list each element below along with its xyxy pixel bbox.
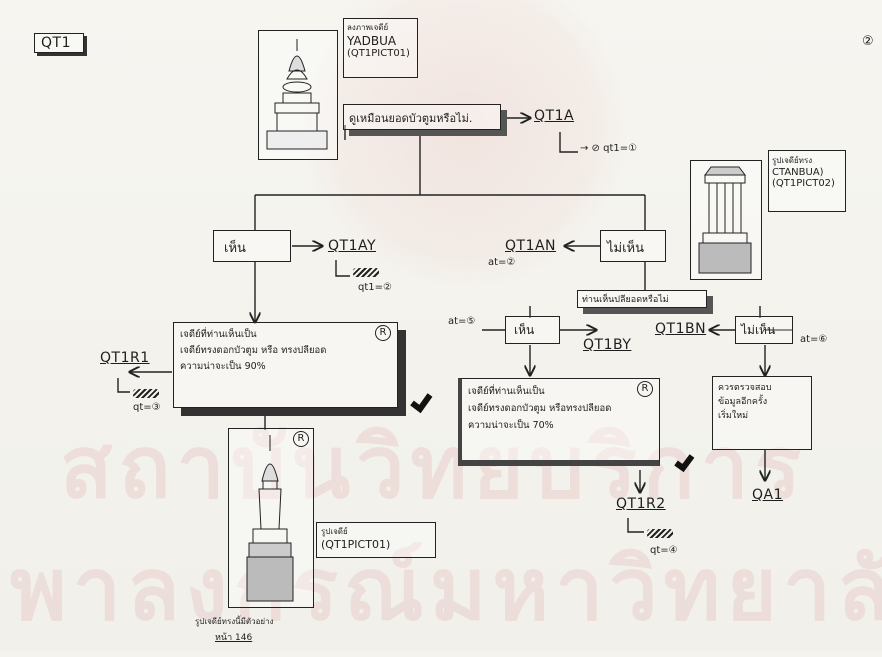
picture-1-note: ลงภาพเจดีย์ [347,21,414,34]
picture-2-note: รูปเจดีย์ทรง [772,154,842,167]
result-1-line-2: เจดีย์ทรงดอกบัวตูม หรือ ทรงปลียอด [180,343,391,359]
scribble-1 [353,267,379,278]
code-qt1an: QT1AN [505,238,556,254]
picture-3-tag: R [293,431,309,447]
bottom-note-1: รูปเจดีย์ทรงนี้มีตัวอย่าง [195,615,273,628]
page-tag: QT1 [34,33,84,53]
question-box-2: ท่านเห็นปลียอดหรือไม่ [577,290,707,308]
yes2-left-next: at=⑤ [448,316,475,327]
picture-1-name: YADBUA [347,34,414,48]
result-box-2: เจดีย์ที่ท่านเห็นเป็น เจดีย์ทรงดอกบัวตูม… [458,378,660,466]
question-box-1: ดูเหมือนยอดบัวตูมหรือไม่. [343,104,501,130]
no-box-2: ไม่เห็น [735,316,793,344]
recheck-box: ควรตรวจสอบ ข้อมูลอีกครั้ง เริ่มใหม่ [712,376,812,450]
picture-box-3: R [228,428,314,608]
check-mark-icon [412,395,430,409]
code-qt1ay: QT1AY [328,238,376,254]
code-qt1by: QT1BY [583,337,631,353]
picture-3-note: รูปเจดีย์ [321,525,431,538]
result-box-1: เจดีย์ที่ท่านเห็นเป็น เจดีย์ทรงดอกบัวตูม… [173,322,398,408]
picture-1-caption: ลงภาพเจดีย์ YADBUA (QT1PICT01) [343,18,418,78]
result-1-line-1: เจดีย์ที่ท่านเห็นเป็น [180,327,391,343]
stupa-bell-icon [229,429,311,605]
picture-3-caption: รูปเจดีย์ (QT1PICT01) [316,522,436,558]
scribble-2 [133,388,159,399]
picture-2-code: (QT1PICT02) [772,178,842,189]
stupa-lotus-icon [259,31,335,157]
recheck-line-1: ควรตรวจสอบ [718,381,806,395]
qt1ay-next: qt1=② [358,282,392,293]
result-2-line-1: เจดีย์ที่ท่านเห็นเป็น [468,383,653,400]
picture-box-1 [258,30,338,160]
scribble-3 [647,528,673,539]
bottom-note-2: หน้า 146 [215,630,252,644]
recheck-line-2: ข้อมูลอีกครั้ง [718,395,806,409]
result-2-tag: R [637,381,653,397]
code-qt1r1: QT1R1 [100,350,150,366]
no2-next: at=⑥ [800,334,827,345]
recheck-line-3: เริ่มใหม่ [718,409,806,423]
result-1-tag: R [375,325,391,341]
result-1-line-3: ความน่าจะเป็น 90% [180,359,391,375]
page-marker: ② [862,34,874,49]
no-box-1: ไม่เห็น [600,230,666,262]
result-2-line-2: เจดีย์ทรงดอกบัวตูม หรือทรงปลียอด [468,400,653,417]
code-qt1r2: QT1R2 [616,496,666,512]
picture-box-2 [690,160,762,280]
picture-3-code: (QT1PICT01) [321,538,431,551]
code-qt1bn: QT1BN [655,321,706,337]
code-qt1a: QT1A [534,108,574,124]
yes-box-2: เห็น [505,316,560,344]
stupa-square-icon [691,161,759,277]
picture-2-caption: รูปเจดีย์ทรง CTANBUA) (QT1PICT02) [768,150,846,212]
picture-1-code: (QT1PICT01) [347,48,414,59]
qt1an-next: at=② [488,257,515,268]
picture-2-name: CTANBUA) [772,167,842,178]
qt1r1-next: qt=③ [133,402,161,413]
qt1a-next: → ⊘ qt1=① [580,143,637,154]
yes-box-1: เห็น [213,230,291,262]
qt1r2-next: qt=④ [650,545,678,556]
result-2-line-3: ความน่าจะเป็น 70% [468,417,653,434]
code-qa1: QA1 [752,487,783,503]
